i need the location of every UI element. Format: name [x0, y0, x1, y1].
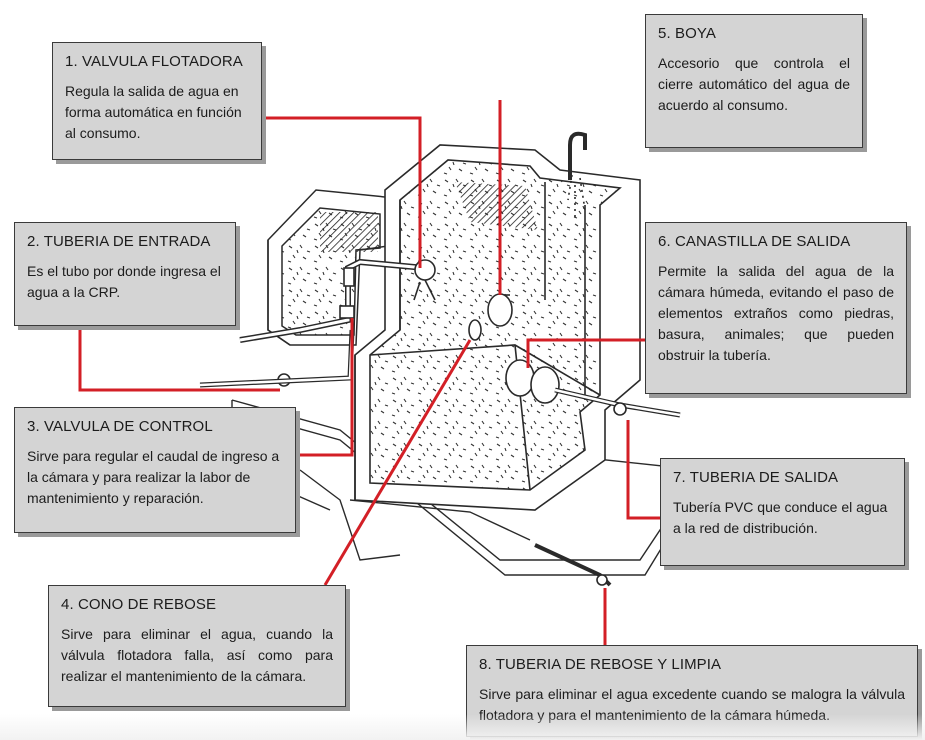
label-text: Accesorio que controla el cierre automát… [658, 55, 850, 113]
leader-4 [323, 339, 472, 586]
label-title: 2. TUBERIA DE ENTRADA [27, 233, 211, 250]
label-title: 4. CONO DE REBOSE [61, 596, 217, 613]
label-text: Tubería PVC que conduce el agua a la red… [673, 499, 888, 536]
label-box-valvula-control: 3. VALVULA DE CONTROL Sirve para regular… [14, 407, 296, 533]
pipes [199, 100, 681, 587]
label-title: 8. TUBERIA DE REBOSE Y LIMPIA [479, 656, 722, 673]
wet-chamber [354, 144, 641, 511]
label-title: 5. BOYA [658, 25, 716, 42]
label-box-canastilla-salida: 6. CANASTILLA DE SALIDA Permite la salid… [645, 222, 907, 394]
leader-lines [78, 100, 660, 650]
label-box-boya: 5. BOYA Accesorio que controla el cierre… [645, 14, 863, 148]
label-text: Es el tubo por donde ingresa el agua a l… [27, 263, 221, 300]
label-box-cono-rebose: 4. CONO DE REBOSE Sirve para eliminar el… [48, 585, 346, 707]
label-text: Regula la salida de agua en forma automá… [65, 83, 242, 141]
leader-6 [526, 338, 648, 368]
dry-chamber [267, 189, 396, 346]
label-text: Sirve para eliminar el agua, cuando la v… [61, 626, 333, 684]
leader-1 [262, 116, 422, 268]
label-box-tuberia-salida: 7. TUBERIA DE SALIDA Tubería PVC que con… [660, 458, 905, 566]
label-box-tuberia-entrada: 2. TUBERIA DE ENTRADA Es el tubo por don… [14, 222, 236, 326]
bottom-fade [0, 714, 925, 740]
label-title: 7. TUBERIA DE SALIDA [673, 469, 839, 486]
label-text: Permite la salida del agua de la cámara … [658, 263, 894, 363]
label-text: Sirve para regular el caudal de ingreso … [27, 448, 280, 506]
label-title: 3. VALVULA DE CONTROL [27, 418, 213, 435]
leader-3 [298, 318, 354, 457]
label-title: 6. CANASTILLA DE SALIDA [658, 233, 851, 250]
leader-7 [626, 420, 660, 520]
leader-2 [78, 325, 280, 392]
label-box-valvula-flotadora: 1. VALVULA FLOTADORA Regula la salida de… [52, 42, 262, 160]
label-title: 1. VALVULA FLOTADORA [65, 53, 243, 70]
